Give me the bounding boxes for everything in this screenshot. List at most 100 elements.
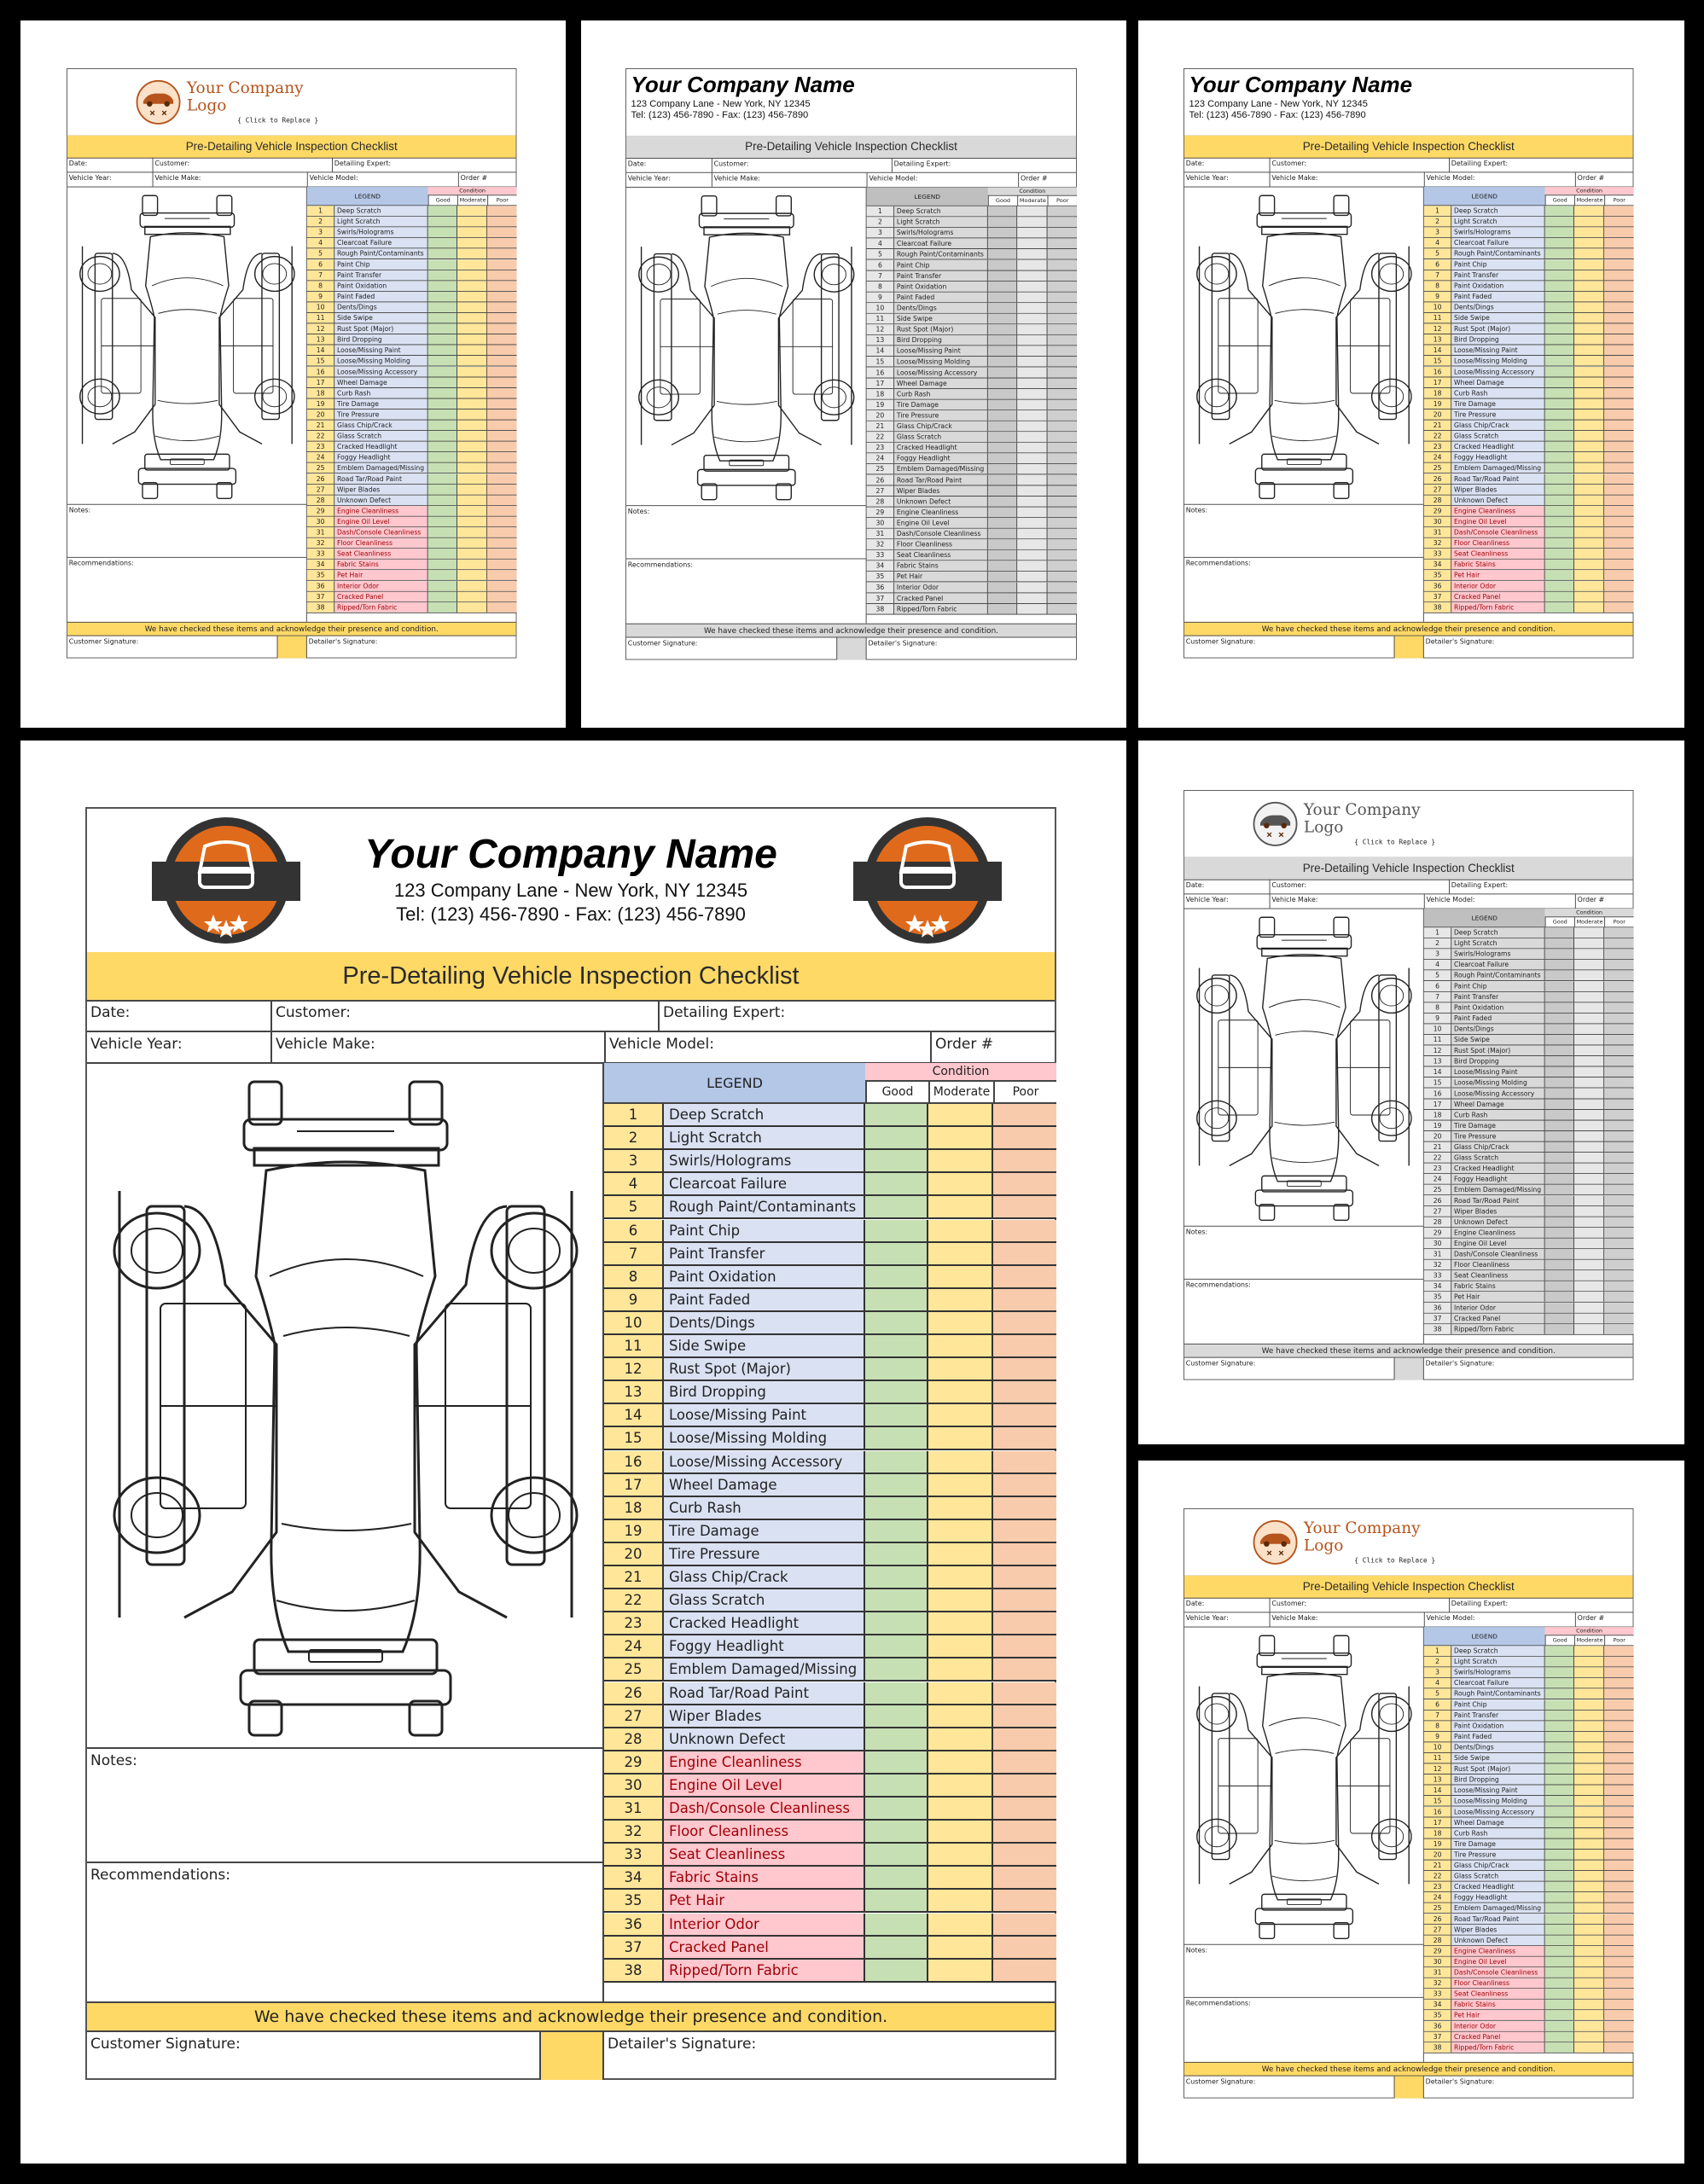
customer-field[interactable]: Customer:: [152, 157, 332, 172]
condition-poor-cell[interactable]: [1604, 1077, 1634, 1088]
condition-poor-cell[interactable]: [487, 420, 517, 431]
condition-poor-cell[interactable]: [1604, 1892, 1634, 1902]
condition-good-cell[interactable]: [1544, 1763, 1574, 1774]
condition-good-cell[interactable]: [1544, 2031, 1574, 2042]
condition-moderate-cell[interactable]: [457, 441, 488, 452]
condition-good-cell[interactable]: [1544, 559, 1574, 570]
condition-poor-cell[interactable]: [487, 506, 517, 516]
condition-good-cell[interactable]: [1544, 270, 1574, 281]
condition-poor-cell[interactable]: [1604, 1163, 1634, 1174]
condition-moderate-cell[interactable]: [928, 1542, 993, 1565]
condition-moderate-cell[interactable]: [1573, 1774, 1605, 1785]
condition-poor-cell[interactable]: [487, 291, 517, 302]
condition-good-cell[interactable]: [1544, 1034, 1574, 1045]
condition-good-cell[interactable]: [1544, 259, 1574, 270]
condition-poor-cell[interactable]: [993, 1265, 1056, 1287]
condition-moderate-cell[interactable]: [928, 1311, 993, 1333]
condition-good-cell[interactable]: [1544, 1066, 1574, 1077]
condition-moderate-cell[interactable]: [457, 323, 488, 334]
condition-good-cell[interactable]: [1544, 991, 1574, 1002]
condition-poor-cell[interactable]: [1604, 1292, 1634, 1302]
condition-good-cell[interactable]: [865, 1566, 928, 1589]
customer-signature-field[interactable]: Customer Signature:: [627, 639, 698, 648]
condition-good-cell[interactable]: [865, 1821, 928, 1843]
condition-poor-cell[interactable]: [1604, 1935, 1634, 1946]
condition-poor-cell[interactable]: [487, 356, 517, 366]
condition-poor-cell[interactable]: [1047, 238, 1077, 249]
condition-poor-cell[interactable]: [487, 398, 517, 410]
condition-good-cell[interactable]: [987, 474, 1018, 485]
condition-poor-cell[interactable]: [487, 409, 517, 420]
condition-poor-cell[interactable]: [1047, 464, 1077, 474]
condition-good-cell[interactable]: [987, 334, 1018, 346]
condition-poor-cell[interactable]: [1604, 1281, 1634, 1292]
condition-poor-cell[interactable]: [1604, 591, 1634, 602]
condition-good-cell[interactable]: [987, 453, 1018, 464]
condition-moderate-cell[interactable]: [1573, 1109, 1605, 1120]
condition-good-cell[interactable]: [987, 346, 1018, 357]
condition-good-cell[interactable]: [1544, 1120, 1574, 1131]
condition-good-cell[interactable]: [865, 1682, 928, 1704]
condition-good-cell[interactable]: [865, 1127, 928, 1149]
condition-moderate-cell[interactable]: [1017, 561, 1048, 572]
condition-good-cell[interactable]: [1544, 1109, 1574, 1120]
condition-moderate-cell[interactable]: [457, 366, 488, 377]
condition-moderate-cell[interactable]: [1573, 484, 1605, 495]
condition-good-cell[interactable]: [1544, 959, 1574, 970]
condition-good-cell[interactable]: [427, 441, 457, 452]
condition-moderate-cell[interactable]: [457, 302, 488, 312]
condition-good-cell[interactable]: [1544, 1946, 1574, 1956]
condition-moderate-cell[interactable]: [457, 216, 488, 227]
condition-poor-cell[interactable]: [1604, 1646, 1634, 1656]
condition-moderate-cell[interactable]: [457, 291, 488, 302]
condition-moderate-cell[interactable]: [1573, 927, 1605, 938]
condition-poor-cell[interactable]: [1604, 527, 1634, 537]
condition-moderate-cell[interactable]: [1573, 345, 1605, 356]
condition-poor-cell[interactable]: [1604, 1141, 1634, 1153]
condition-good-cell[interactable]: [1544, 1742, 1574, 1752]
condition-good-cell[interactable]: [1544, 1292, 1574, 1302]
detailing-expert-field[interactable]: Detailing Expert:: [332, 157, 517, 172]
condition-poor-cell[interactable]: [1604, 291, 1634, 302]
condition-moderate-cell[interactable]: [1573, 580, 1605, 591]
condition-good-cell[interactable]: [987, 593, 1018, 603]
condition-poor-cell[interactable]: [487, 484, 517, 495]
condition-poor-cell[interactable]: [1047, 518, 1077, 528]
condition-good-cell[interactable]: [1544, 462, 1574, 473]
condition-good-cell[interactable]: [1544, 484, 1574, 495]
condition-poor-cell[interactable]: [1604, 938, 1634, 949]
condition-good-cell[interactable]: [1544, 1935, 1574, 1946]
condition-good-cell[interactable]: [1544, 387, 1574, 398]
condition-good-cell[interactable]: [1544, 949, 1574, 960]
condition-moderate-cell[interactable]: [1573, 216, 1605, 227]
condition-poor-cell[interactable]: [1047, 292, 1077, 303]
condition-good-cell[interactable]: [865, 1473, 928, 1496]
condition-good-cell[interactable]: [1544, 1217, 1574, 1228]
condition-poor-cell[interactable]: [1047, 421, 1077, 432]
condition-poor-cell[interactable]: [993, 1612, 1056, 1635]
vehicle-make-field[interactable]: Vehicle Make:: [1269, 893, 1424, 909]
condition-good-cell[interactable]: [865, 1798, 928, 1820]
condition-moderate-cell[interactable]: [928, 1242, 993, 1264]
customer-signature-field[interactable]: Customer Signature:: [68, 637, 139, 646]
condition-moderate-cell[interactable]: [1017, 270, 1048, 281]
condition-good-cell[interactable]: [1544, 1774, 1574, 1785]
condition-moderate-cell[interactable]: [1573, 1946, 1605, 1956]
condition-good-cell[interactable]: [1544, 1871, 1574, 1881]
condition-poor-cell[interactable]: [1047, 367, 1077, 378]
condition-moderate-cell[interactable]: [1573, 959, 1605, 970]
condition-poor-cell[interactable]: [487, 312, 517, 323]
condition-good-cell[interactable]: [427, 312, 457, 323]
condition-good-cell[interactable]: [1544, 312, 1574, 323]
condition-poor-cell[interactable]: [1604, 1667, 1634, 1678]
condition-poor-cell[interactable]: [1604, 227, 1634, 238]
condition-moderate-cell[interactable]: [1573, 1763, 1605, 1774]
condition-poor-cell[interactable]: [1604, 1817, 1634, 1827]
condition-poor-cell[interactable]: [487, 602, 517, 613]
condition-good-cell[interactable]: [865, 1381, 928, 1403]
condition-moderate-cell[interactable]: [457, 484, 488, 495]
condition-moderate-cell[interactable]: [1017, 217, 1048, 228]
condition-good-cell[interactable]: [1544, 356, 1574, 366]
condition-good-cell[interactable]: [865, 1427, 928, 1449]
condition-good-cell[interactable]: [1544, 1860, 1574, 1871]
